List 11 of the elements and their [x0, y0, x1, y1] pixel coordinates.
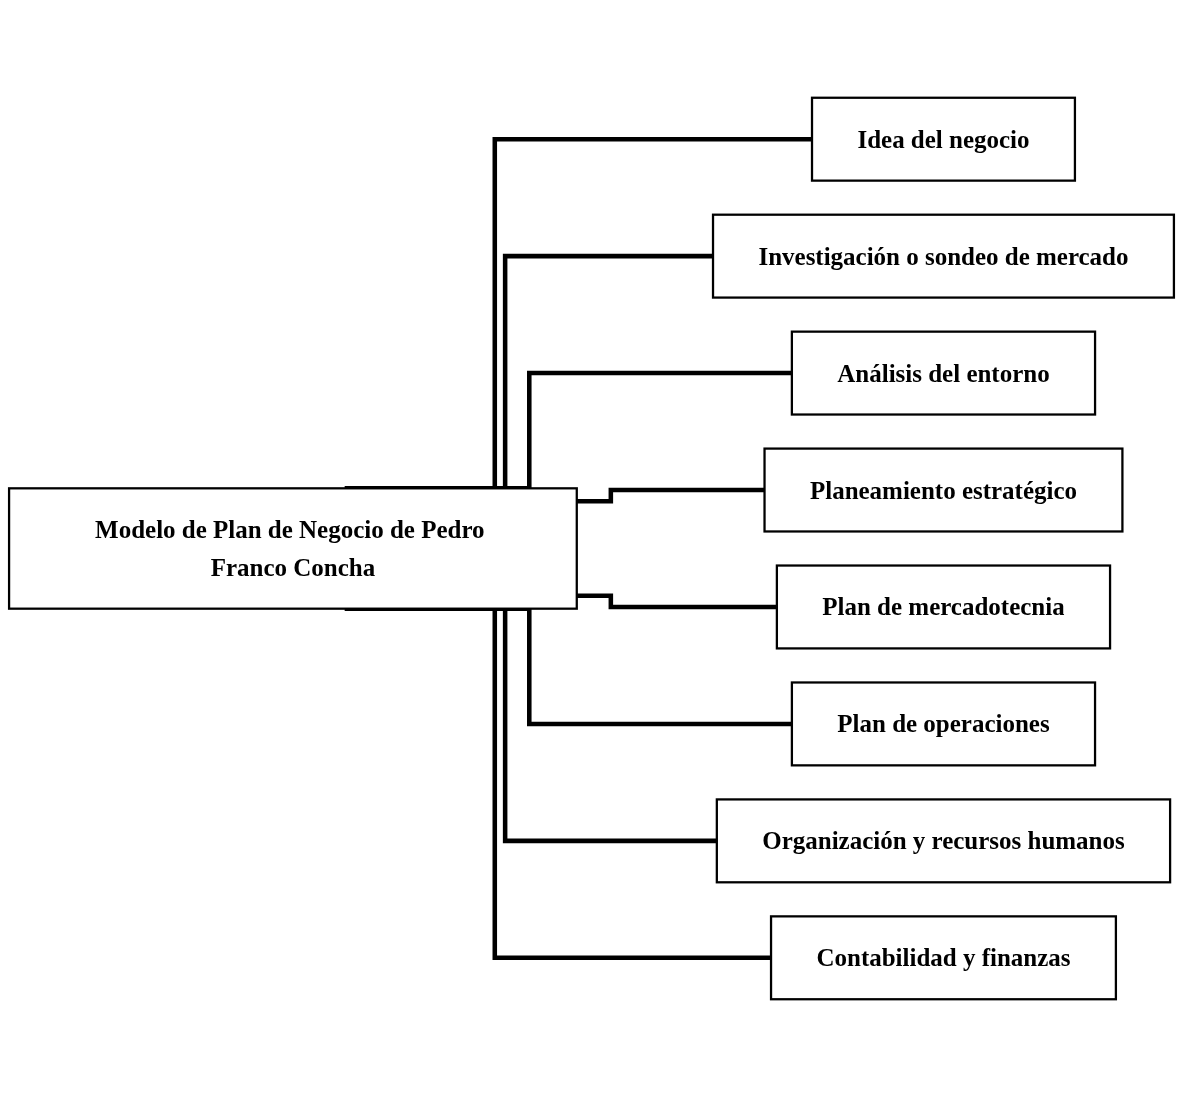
node-box: Plan de mercadotecnia	[775, 564, 1112, 650]
node-box: Organización y recursos humanos	[715, 798, 1172, 884]
node-box: Investigación o sondeo de mercado	[711, 213, 1176, 299]
node-box: Contabilidad y finanzas	[769, 915, 1118, 1001]
node-box: Planeamiento estratégico	[763, 447, 1124, 533]
connector	[576, 487, 765, 504]
node-box: Análisis del entorno	[790, 330, 1097, 416]
connector	[576, 593, 777, 610]
node-box: Plan de operaciones	[790, 681, 1097, 767]
node-box: Idea del negocio	[810, 96, 1077, 182]
node-box: Modelo de Plan de Negocio de Pedro Franco Concha	[7, 487, 578, 610]
